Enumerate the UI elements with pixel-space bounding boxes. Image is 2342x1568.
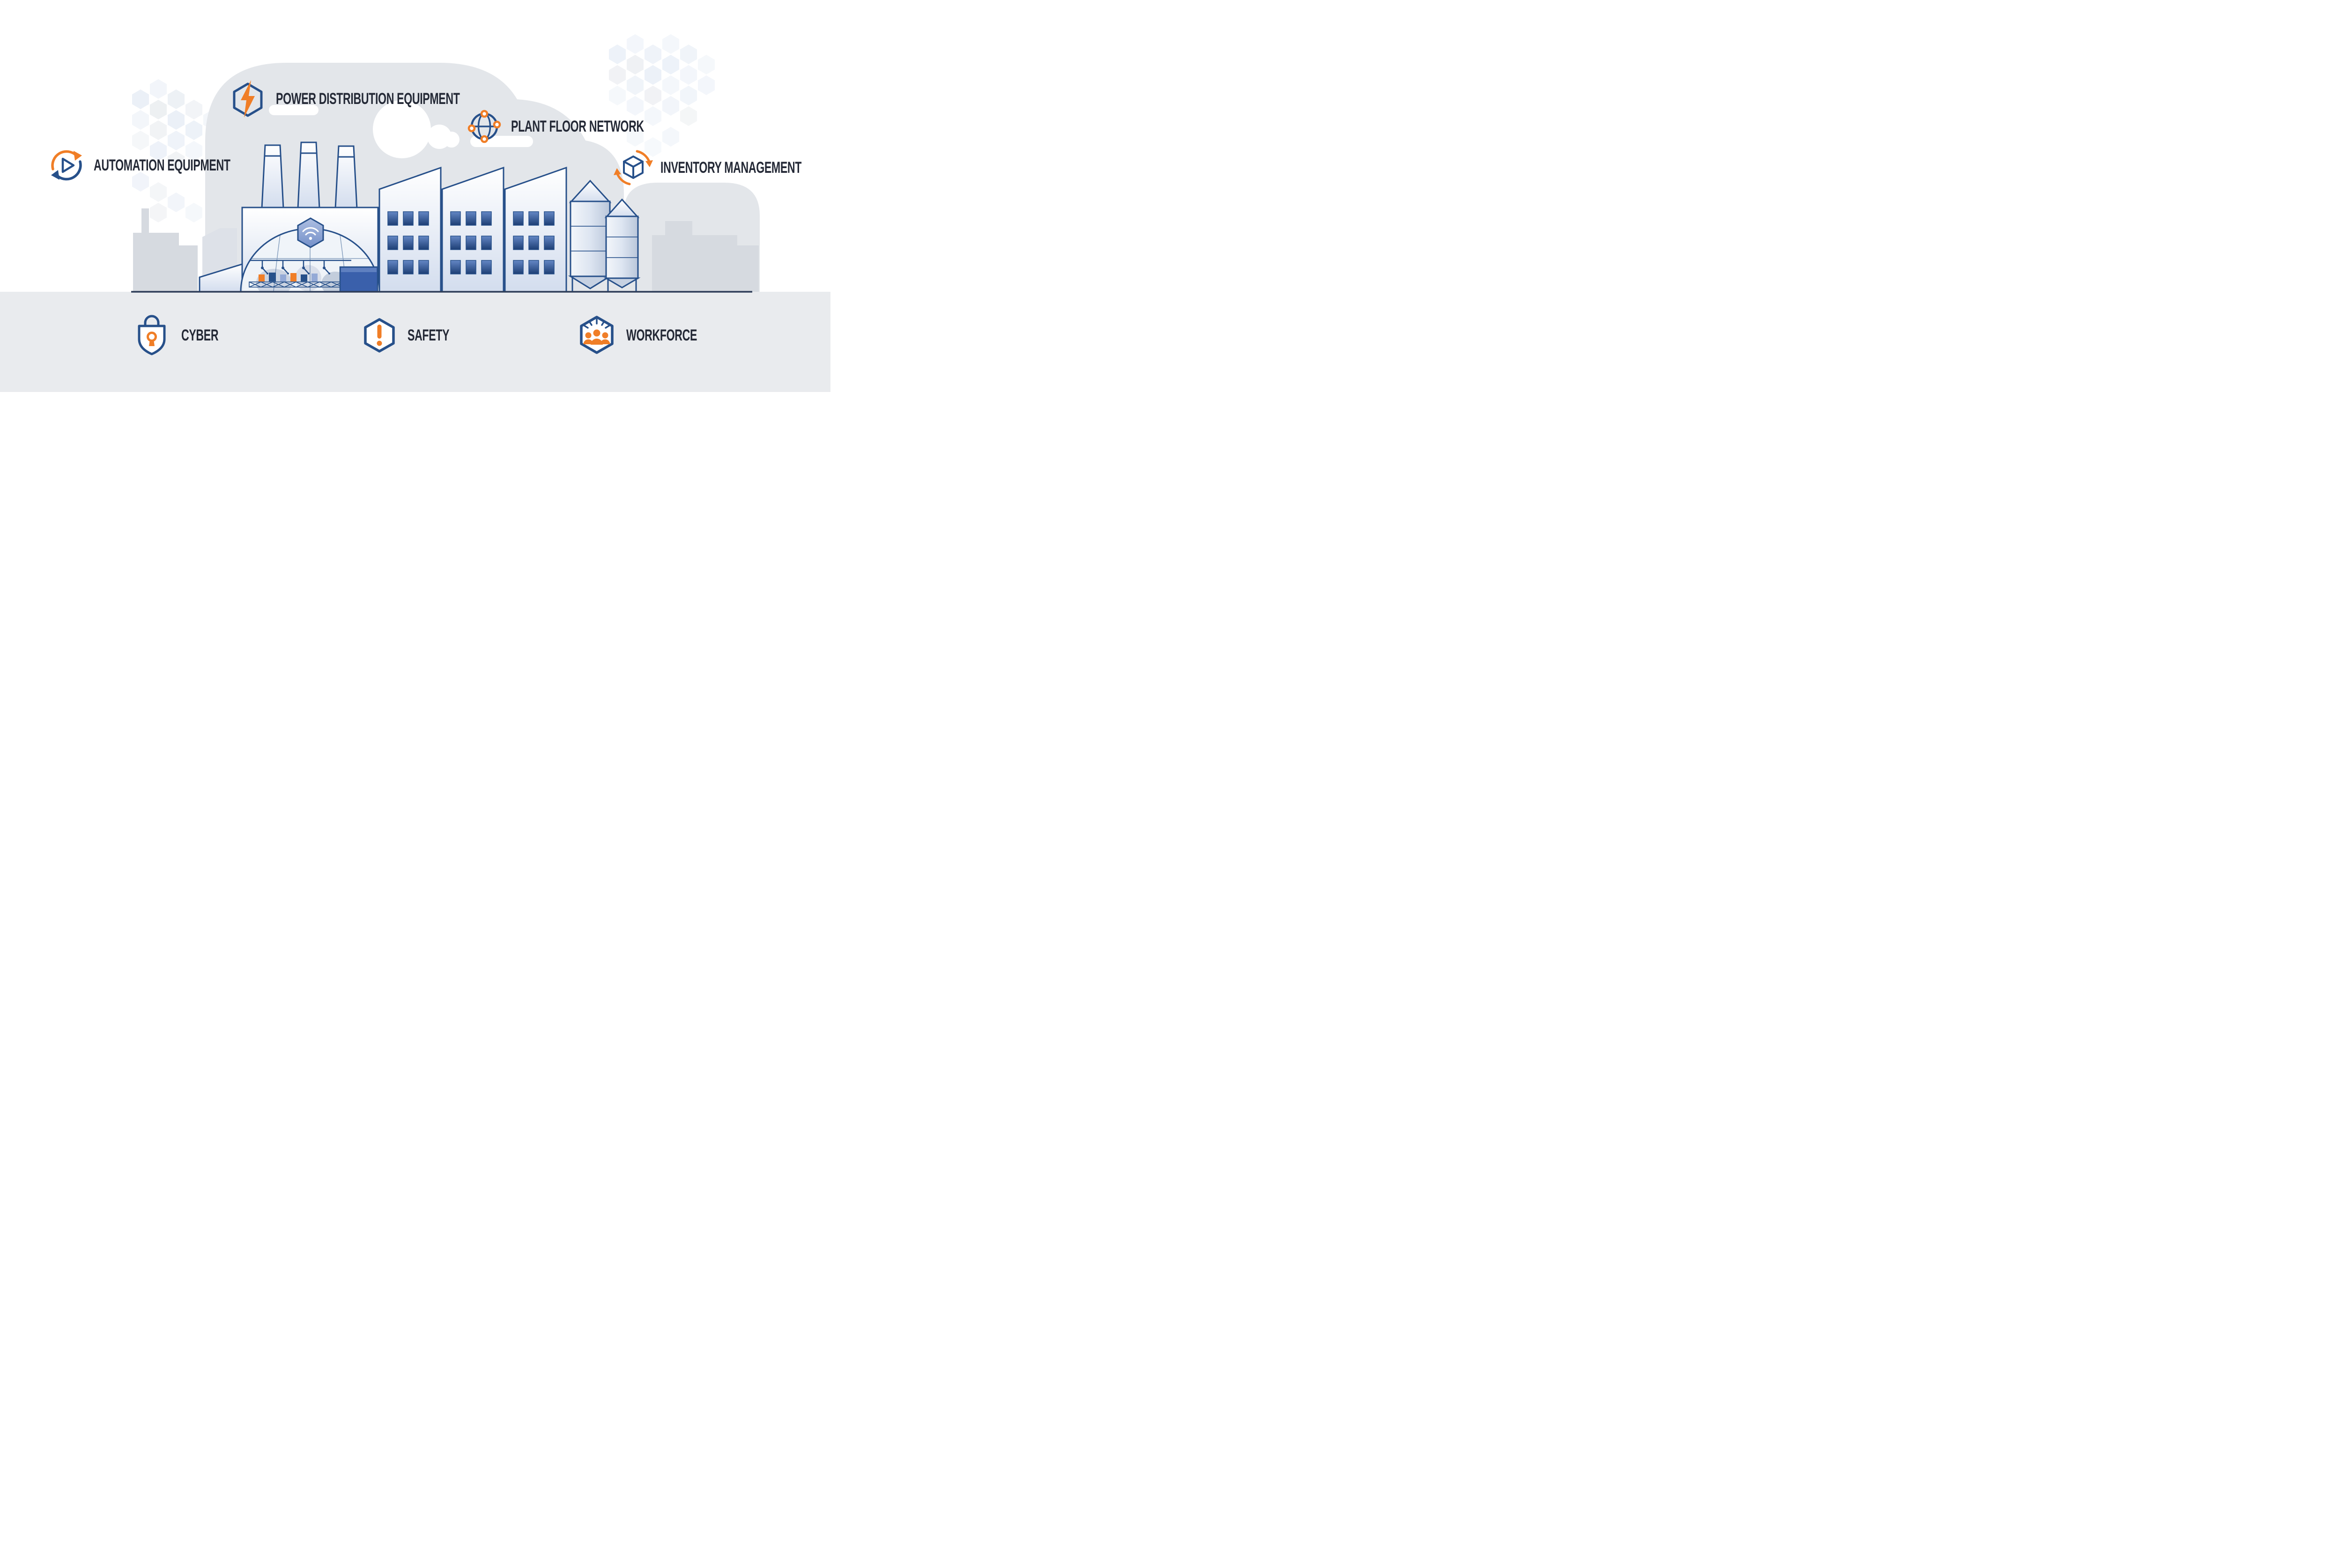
callout-automation-equipment: AUTOMATION EQUIPMENT <box>47 146 295 185</box>
silo-large <box>568 179 613 292</box>
power-lightning-hexagon-icon <box>233 80 263 118</box>
callout-label-inventory: INVENTORY MANAGEMENT <box>660 158 802 177</box>
factory-illustration <box>0 34 830 392</box>
wifi-icon <box>302 227 319 236</box>
callout-power-distribution: POWER DISTRIBUTION EQUIPMENT <box>227 78 546 119</box>
callout-label-automation: AUTOMATION EQUIPMENT <box>94 156 230 174</box>
wifi-hexagon-badge <box>297 217 324 248</box>
callout-plant-floor-network: PLANT FLOOR NETWORK <box>465 107 706 146</box>
callout-label-network: PLANT FLOOR NETWORK <box>511 117 644 135</box>
plant-network-globe-icon <box>467 110 501 143</box>
distant-silhouettes <box>133 208 759 292</box>
blue-machine-block <box>339 266 378 293</box>
callout-label-power: POWER DISTRIBUTION EQUIPMENT <box>276 89 460 108</box>
inventory-cube-cycle-icon <box>614 150 653 185</box>
callout-label-cyber: CYBER <box>181 326 219 344</box>
callout-workforce: WORKFORCE <box>575 313 730 357</box>
silo-small <box>603 198 641 292</box>
cyber-padlock-icon <box>138 315 166 355</box>
workforce-team-icon <box>580 316 614 354</box>
automation-cycle-icon <box>51 150 82 181</box>
callout-label-safety: SAFETY <box>408 326 450 344</box>
callout-inventory-management: INVENTORY MANAGEMENT <box>614 148 830 187</box>
callout-cyber: CYBER <box>130 313 236 357</box>
callout-safety: SAFETY <box>359 315 469 356</box>
warehouse-windows <box>387 211 555 274</box>
smart-factory-infographic: AUTOMATION EQUIPMENT POWER DISTRIBUTION … <box>0 0 830 392</box>
safety-exclamation-hexagon-icon <box>364 318 395 353</box>
callout-label-workforce: WORKFORCE <box>626 326 697 344</box>
